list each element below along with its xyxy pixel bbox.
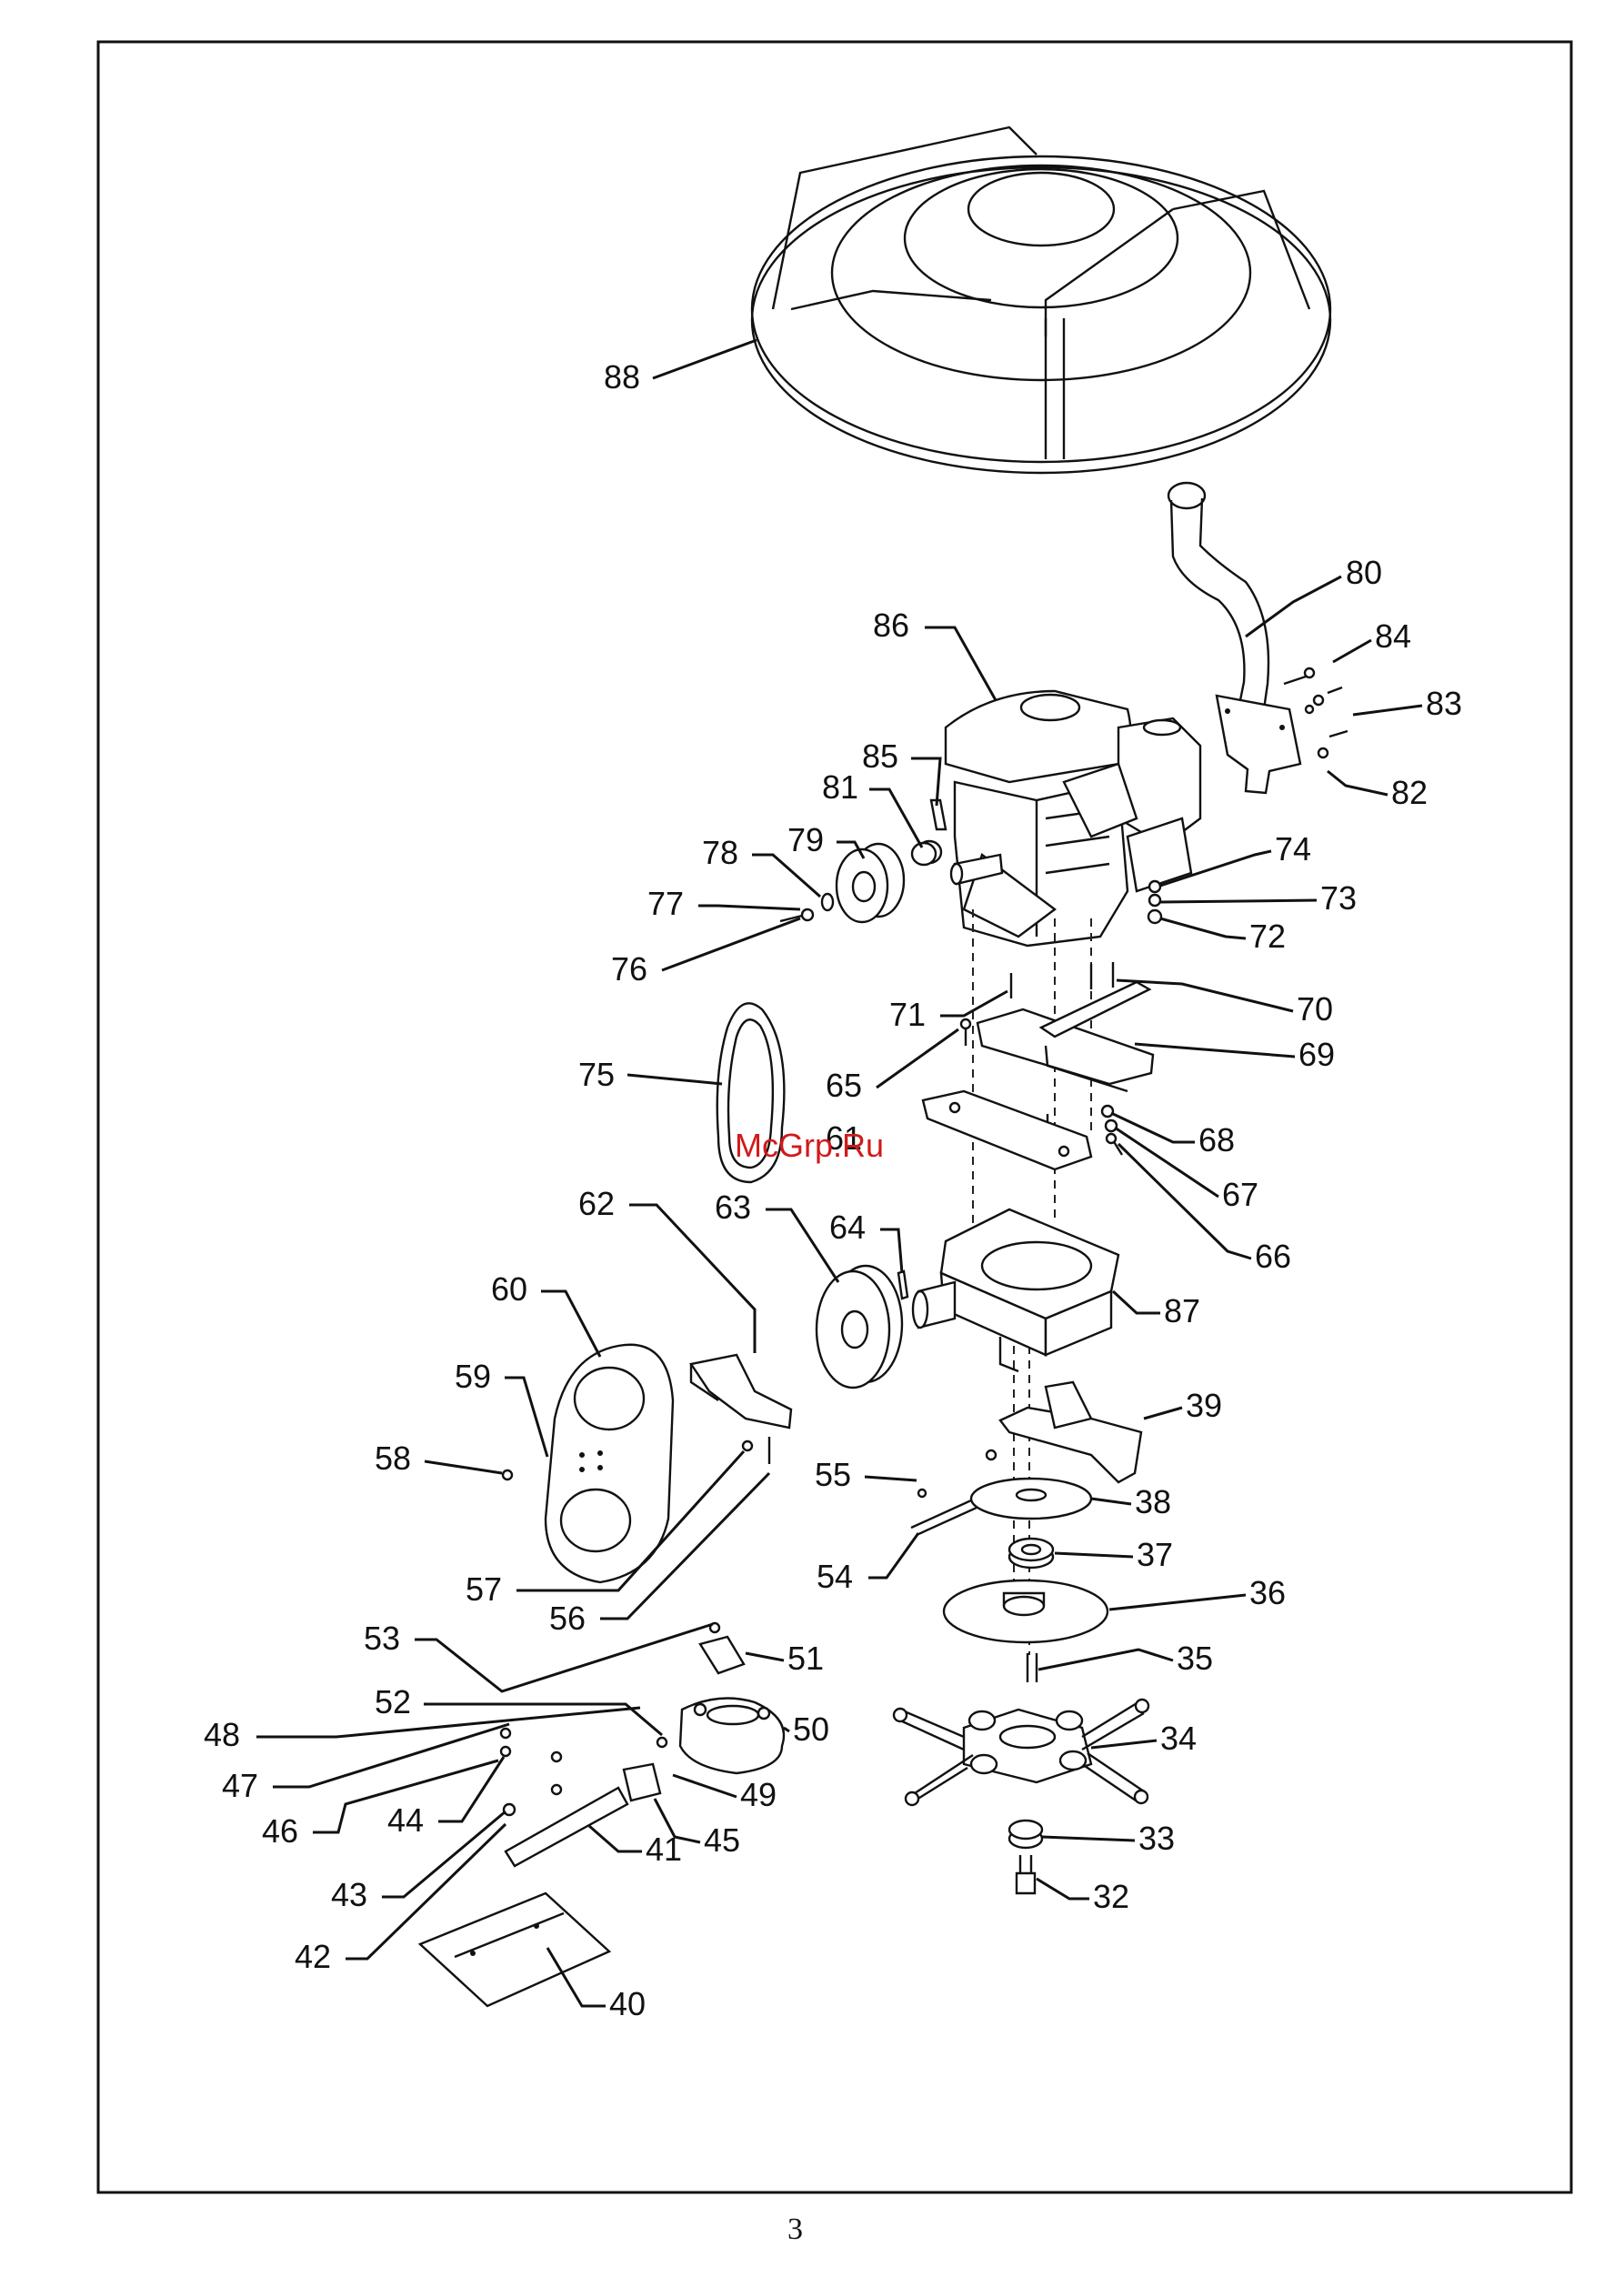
callout-86: 86 — [873, 607, 909, 644]
callout-48: 48 — [204, 1716, 240, 1753]
part-cone-disc — [971, 1479, 1091, 1519]
callout-71: 71 — [889, 996, 926, 1033]
callout-77: 77 — [647, 885, 684, 922]
part-blade-bolts — [501, 1729, 561, 1815]
callout-87: 87 — [1164, 1292, 1200, 1329]
callout-49: 49 — [740, 1776, 777, 1813]
callout-62: 62 — [578, 1185, 615, 1222]
callout-labels: 88 80 86 84 83 85 82 81 79 78 77 74 73 7… — [204, 358, 1462, 2022]
part-bolt-bottom — [1017, 1855, 1035, 1893]
leader-lines — [256, 340, 1422, 2006]
callout-60: 60 — [491, 1270, 527, 1308]
part-arm-clip — [700, 1623, 744, 1673]
part-arm-hub — [680, 1699, 784, 1774]
callout-45: 45 — [704, 1821, 740, 1859]
callout-78: 78 — [702, 834, 738, 871]
part-engine-pulley — [837, 844, 904, 922]
part-trowel-blade — [420, 1893, 609, 2006]
callout-65: 65 — [826, 1067, 862, 1104]
callout-41: 41 — [646, 1831, 682, 1868]
callout-47: 47 — [222, 1767, 258, 1804]
callout-35: 35 — [1177, 1640, 1213, 1677]
callout-37: 37 — [1137, 1536, 1173, 1573]
callout-38: 38 — [1135, 1483, 1171, 1520]
callout-84: 84 — [1375, 617, 1411, 655]
callout-44: 44 — [387, 1801, 424, 1839]
callout-64: 64 — [829, 1209, 866, 1246]
callout-74: 74 — [1275, 830, 1311, 868]
part-center-stud — [1028, 1653, 1037, 1682]
callout-81: 81 — [822, 768, 858, 806]
part-gear-key — [898, 1271, 907, 1299]
watermark-text: McGrp.Ru — [735, 1127, 884, 1164]
part-bearing — [1009, 1539, 1053, 1568]
part-spider-assembly — [894, 1700, 1148, 1805]
callout-70: 70 — [1297, 990, 1333, 1028]
part-clutch-plate — [944, 1580, 1108, 1642]
callout-66: 66 — [1255, 1238, 1291, 1275]
callout-43: 43 — [331, 1876, 367, 1913]
part-blade-arm — [506, 1788, 627, 1866]
callout-68: 68 — [1198, 1121, 1235, 1159]
callout-88: 88 — [604, 358, 640, 396]
part-base-plate — [923, 1091, 1091, 1169]
callout-63: 63 — [715, 1189, 751, 1226]
callout-50: 50 — [793, 1710, 829, 1748]
part-bushing — [1009, 1821, 1042, 1848]
callout-46: 46 — [262, 1812, 298, 1850]
diagram-border — [98, 42, 1571, 2192]
part-guard-ring — [752, 127, 1330, 473]
callout-80: 80 — [1346, 554, 1382, 591]
callout-51: 51 — [787, 1640, 824, 1677]
callout-40: 40 — [609, 1985, 646, 2022]
callout-33: 33 — [1138, 1820, 1175, 1857]
callout-79: 79 — [787, 821, 824, 858]
part-belt-guard — [546, 1345, 673, 1582]
part-gearbox — [913, 1209, 1118, 1371]
part-engine — [946, 691, 1200, 946]
callout-75: 75 — [578, 1056, 615, 1093]
callout-76: 76 — [611, 950, 647, 988]
part-arm-pivot — [624, 1738, 667, 1801]
callout-73: 73 — [1320, 879, 1357, 917]
callout-58: 58 — [375, 1439, 411, 1477]
callout-39: 39 — [1186, 1387, 1222, 1424]
callout-85: 85 — [862, 737, 898, 775]
callout-67: 67 — [1222, 1176, 1258, 1213]
callout-83: 83 — [1426, 685, 1462, 722]
callout-55: 55 — [815, 1456, 851, 1493]
callout-53: 53 — [364, 1620, 400, 1657]
part-drive-key — [931, 800, 946, 829]
callout-69: 69 — [1298, 1036, 1335, 1073]
callout-36: 36 — [1249, 1574, 1286, 1611]
part-mount-bracket — [977, 982, 1153, 1091]
callout-52: 52 — [375, 1683, 411, 1720]
callout-59: 59 — [455, 1358, 491, 1395]
part-deflector — [1000, 1382, 1141, 1482]
page-number: 3 — [787, 2212, 803, 2246]
callout-57: 57 — [466, 1570, 502, 1608]
part-studs — [1011, 962, 1113, 998]
callout-42: 42 — [295, 1938, 331, 1975]
callout-56: 56 — [549, 1600, 586, 1637]
callout-72: 72 — [1249, 918, 1286, 955]
callout-32: 32 — [1093, 1878, 1129, 1915]
part-nuts-top — [1148, 881, 1161, 923]
part-gearbox-pulley — [817, 1266, 902, 1388]
callout-54: 54 — [817, 1558, 853, 1595]
part-guard-bracket — [691, 1355, 791, 1428]
part-spacer — [912, 841, 941, 865]
callout-82: 82 — [1391, 774, 1428, 811]
callout-34: 34 — [1160, 1720, 1197, 1757]
